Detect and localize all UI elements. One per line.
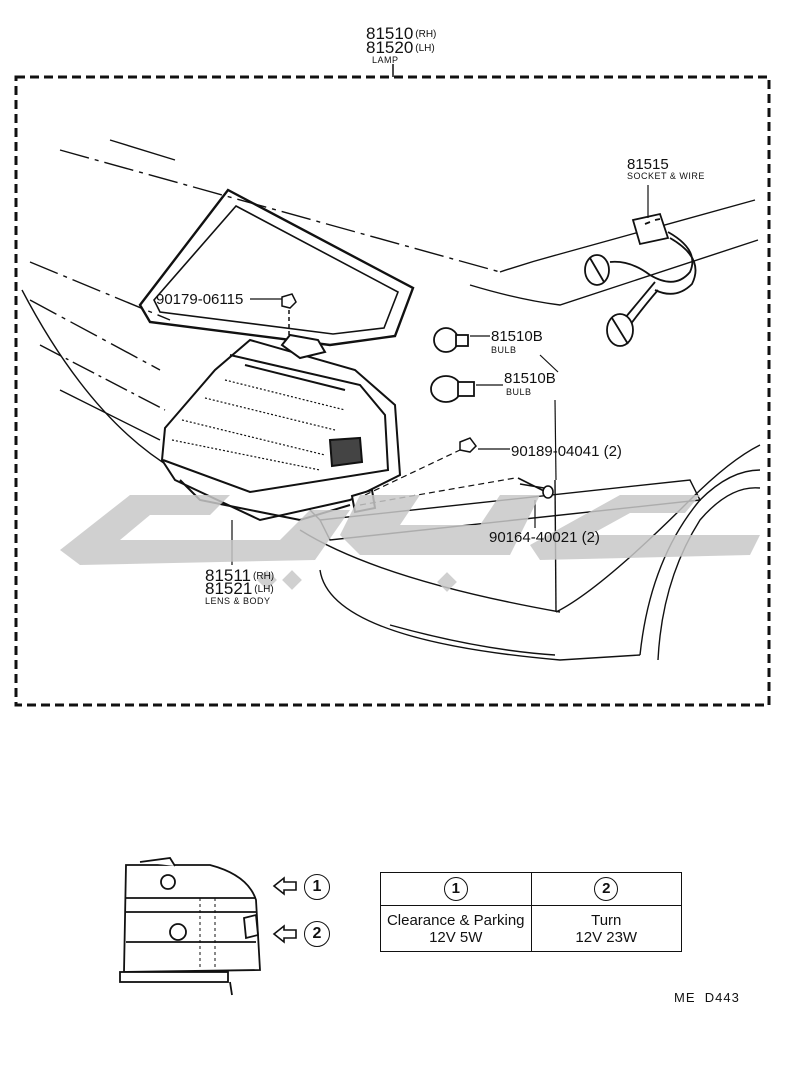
inset-marker-1-circle: 1 [304, 874, 330, 900]
socket-part-number: 81515 [627, 156, 669, 173]
clip-icon [459, 437, 477, 453]
watermark-logo [60, 495, 760, 592]
legend-marker-cell-2: 2 [530, 872, 682, 906]
lens-body-pn-rh: 81511 [205, 566, 252, 585]
clip-dash [364, 449, 461, 496]
legend-body-row: Clearance & Parking 12V 5W Turn 12V 23W [380, 905, 682, 952]
legend-function-1: Clearance & Parking [386, 911, 525, 929]
screw-icon [517, 477, 554, 499]
window-frame [138, 188, 415, 347]
bulb-legend-table: 1 2 Clearance & Parking 12V 5W Turn 12V … [380, 872, 682, 952]
screw-part-number: 90164-40021 (2) [489, 529, 600, 546]
diagram-code: ME D443 [674, 990, 740, 1005]
large-bulb-part-number: 81510B [504, 370, 556, 387]
lamp-name: LAMP [372, 55, 399, 65]
arrow-left-icon-1 [272, 876, 297, 896]
small-bulb-part-number: 81510B [491, 328, 543, 345]
legend-marker-2: 2 [594, 877, 619, 901]
inset-marker-1: 1 [304, 874, 330, 900]
inset-lamp-view [119, 857, 261, 996]
inset-marker-2: 2 [304, 921, 330, 947]
legend-header-row: 1 2 [380, 872, 682, 906]
legend-function-cell-2: Turn 12V 23W [530, 905, 682, 952]
bulb-dash-1 [539, 354, 559, 373]
nut-part-number: 90179-06115 [156, 291, 244, 308]
small-bulb-icon [433, 327, 469, 353]
small-bulb-name: BULB [491, 345, 517, 355]
socket-name: SOCKET & WIRE [627, 171, 705, 181]
lamp-side-lh: (LH) [415, 43, 435, 54]
socket-wire-icon [584, 212, 697, 347]
clip-part-number: 90189-04041 (2) [511, 443, 622, 460]
legend-function-cell-1: Clearance & Parking 12V 5W [380, 905, 532, 952]
bulb-dash-2 [554, 399, 557, 481]
lens-body-side-lh: (LH) [254, 584, 274, 595]
arrow-left-icon-2 [272, 924, 297, 944]
inset-marker-2-circle: 2 [304, 921, 330, 947]
inset-arrows [272, 876, 297, 944]
lens-body-side-rh: (RH) [253, 571, 275, 582]
lens-body-part-number-lh: 81521(LH) [205, 580, 274, 597]
lens-body-pn-lh: 81521 [205, 579, 253, 598]
legend-rating-2: 12V 23W [575, 928, 638, 946]
legend-rating-1: 12V 5W [429, 928, 483, 946]
lamp-part-number-lh: 81520(LH) [366, 39, 435, 56]
lamp-side-rh: (RH) [415, 29, 437, 40]
assembly-boundary [14, 75, 771, 707]
large-bulb-name: BULB [506, 387, 532, 397]
lamp-pn-lh: 81520 [366, 38, 414, 57]
legend-function-2: Turn [591, 911, 622, 929]
legend-marker-cell-1: 1 [380, 872, 532, 906]
lens-body-name: LENS & BODY [205, 596, 271, 606]
lamp-assembly [160, 333, 402, 522]
large-bulb-icon [430, 375, 475, 403]
lens-body-part-number-rh: 81511(RH) [205, 567, 274, 584]
screw-dash [359, 477, 516, 506]
nut-icon [281, 293, 297, 338]
legend-marker-1: 1 [443, 877, 468, 901]
lamp-part-number-rh: 81510(RH) [366, 25, 436, 42]
lamp-pn-rh: 81510 [366, 24, 414, 43]
